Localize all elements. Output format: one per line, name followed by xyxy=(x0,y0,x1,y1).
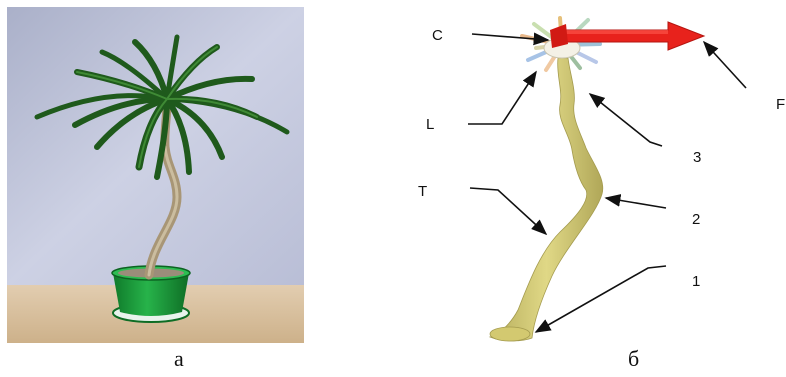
caption-photo: а xyxy=(174,346,184,372)
label-F: F xyxy=(776,96,785,113)
label-T: T xyxy=(418,183,427,200)
label-leaders xyxy=(468,34,746,332)
leader-3 xyxy=(590,94,662,146)
label-1: 1 xyxy=(692,273,700,290)
leader-L xyxy=(468,72,536,124)
plant-photo-illustration xyxy=(7,7,304,343)
plant-model-svg: C L F 3 T 2 1 xyxy=(410,0,786,350)
leader-C xyxy=(472,34,548,40)
label-3: 3 xyxy=(693,149,701,166)
label-2: 2 xyxy=(692,211,700,228)
model-trunk xyxy=(490,58,603,341)
leader-1 xyxy=(536,266,666,332)
label-L: L xyxy=(426,116,434,133)
plant-model-diagram: C L F 3 T 2 1 xyxy=(410,0,786,350)
leader-T xyxy=(470,188,546,234)
model-trunk-base xyxy=(490,327,530,341)
plant-photo xyxy=(7,7,304,343)
leader-2 xyxy=(606,198,666,208)
leader-F xyxy=(704,42,746,88)
caption-model: б xyxy=(628,346,639,372)
label-C: C xyxy=(432,27,443,44)
